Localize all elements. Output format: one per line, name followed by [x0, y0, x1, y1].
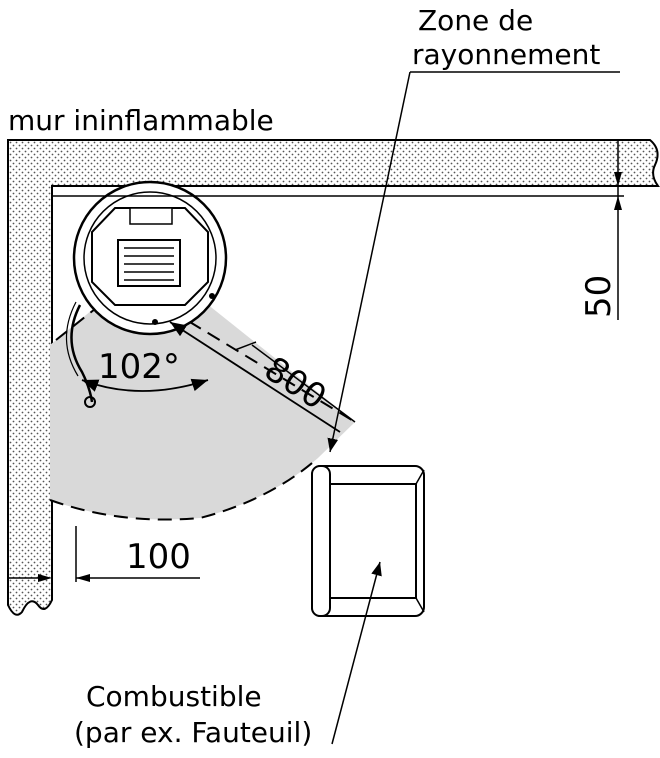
zone-label-line2: rayonnement — [412, 38, 600, 71]
angle-102 — [81, 378, 209, 392]
combustible-leader-line — [331, 561, 382, 745]
dimension-50-label: 50 — [579, 275, 619, 318]
dimension-50 — [52, 140, 624, 320]
wall-label: mur ininflammable — [8, 104, 274, 137]
combustible-label-line1: Combustible — [86, 680, 262, 713]
dimension-800 — [169, 321, 356, 433]
zone-label-line1: Zone de — [418, 4, 533, 37]
armchair-icon — [311, 465, 425, 617]
dimension-100-label: 100 — [126, 537, 191, 577]
combustible-label-line2: (par ex. Fauteuil) — [74, 716, 312, 749]
stove-icon — [65, 180, 228, 408]
noncombustible-wall — [7, 139, 660, 616]
zone-leader-line — [327, 71, 620, 453]
angle-label: 102° — [98, 347, 180, 387]
dimension-100 — [8, 526, 200, 582]
